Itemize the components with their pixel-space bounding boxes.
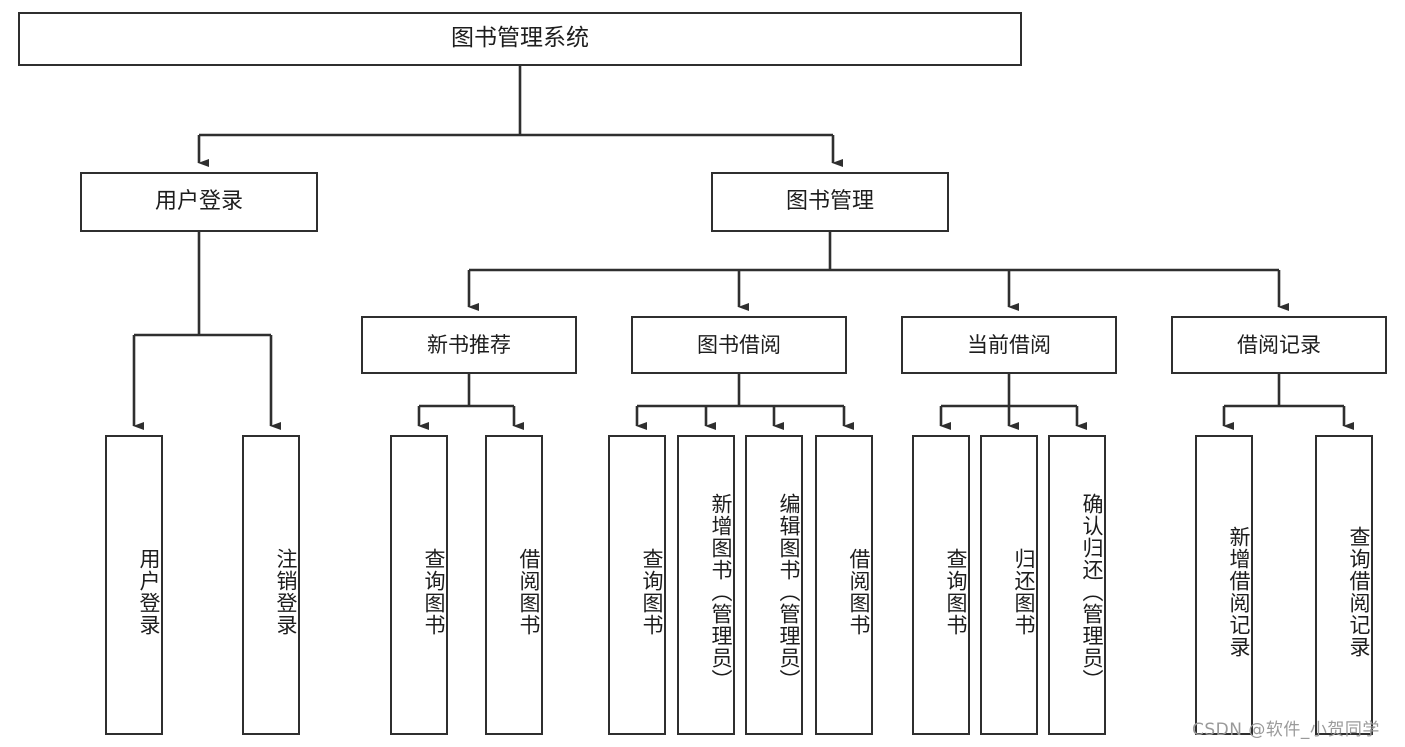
node-new-book-recommend[interactable]: 新书推荐 [361, 316, 577, 374]
csdn-watermark: CSDN @软件_小贺同学 [1192, 720, 1380, 740]
leaf-new-book-query[interactable]: 查询图书 [390, 435, 448, 735]
leaf-record-query-record[interactable]: 查询借阅记录 [1315, 435, 1373, 735]
node-root-system[interactable]: 图书管理系统 [18, 12, 1022, 66]
node-borrow-record[interactable]: 借阅记录 [1171, 316, 1387, 374]
node-label: 归还图书 [1012, 548, 1036, 636]
node-label: 新增借阅记录 [1227, 526, 1251, 658]
node-label: 查询图书 [422, 548, 446, 636]
node-label: 图书管理系统 [451, 25, 589, 52]
leaf-borrow-add-book-admin[interactable]: 新增图书（管理员） [677, 435, 735, 735]
node-current-borrow[interactable]: 当前借阅 [901, 316, 1117, 374]
leaf-current-query-book[interactable]: 查询图书 [912, 435, 970, 735]
node-label: 新增图书（管理员） [709, 493, 733, 691]
node-label: 编辑图书（管理员） [777, 493, 801, 691]
node-label: 用户登录 [154, 189, 243, 215]
node-label: 当前借阅 [967, 332, 1051, 357]
leaf-borrow-edit-book-admin[interactable]: 编辑图书（管理员） [745, 435, 803, 735]
node-label: 查询借阅记录 [1347, 526, 1371, 658]
leaf-user-login-logout[interactable]: 注销登录 [242, 435, 300, 735]
node-label: 用户登录 [137, 548, 161, 636]
leaf-borrow-query-book[interactable]: 查询图书 [608, 435, 666, 735]
node-label: 查询图书 [944, 548, 968, 636]
leaf-user-login-login[interactable]: 用户登录 [105, 435, 163, 735]
leaf-current-confirm-return-admin[interactable]: 确认归还（管理员） [1048, 435, 1106, 735]
node-label: 图书管理 [785, 189, 874, 215]
node-user-login[interactable]: 用户登录 [80, 172, 318, 232]
leaf-record-add-record[interactable]: 新增借阅记录 [1195, 435, 1253, 735]
node-label: 借阅图书 [517, 548, 541, 636]
node-label: 借阅记录 [1237, 332, 1321, 357]
node-label: 图书借阅 [697, 332, 781, 357]
leaf-new-book-borrow[interactable]: 借阅图书 [485, 435, 543, 735]
node-label: 新书推荐 [427, 332, 511, 357]
leaf-current-return-book[interactable]: 归还图书 [980, 435, 1038, 735]
node-label: 借阅图书 [847, 548, 871, 636]
node-label: 查询图书 [640, 548, 664, 636]
leaf-borrow-borrow-book[interactable]: 借阅图书 [815, 435, 873, 735]
node-label: 确认归还（管理员） [1080, 493, 1104, 691]
node-label: 注销登录 [274, 548, 298, 636]
node-book-borrow[interactable]: 图书借阅 [631, 316, 847, 374]
node-book-management[interactable]: 图书管理 [711, 172, 949, 232]
